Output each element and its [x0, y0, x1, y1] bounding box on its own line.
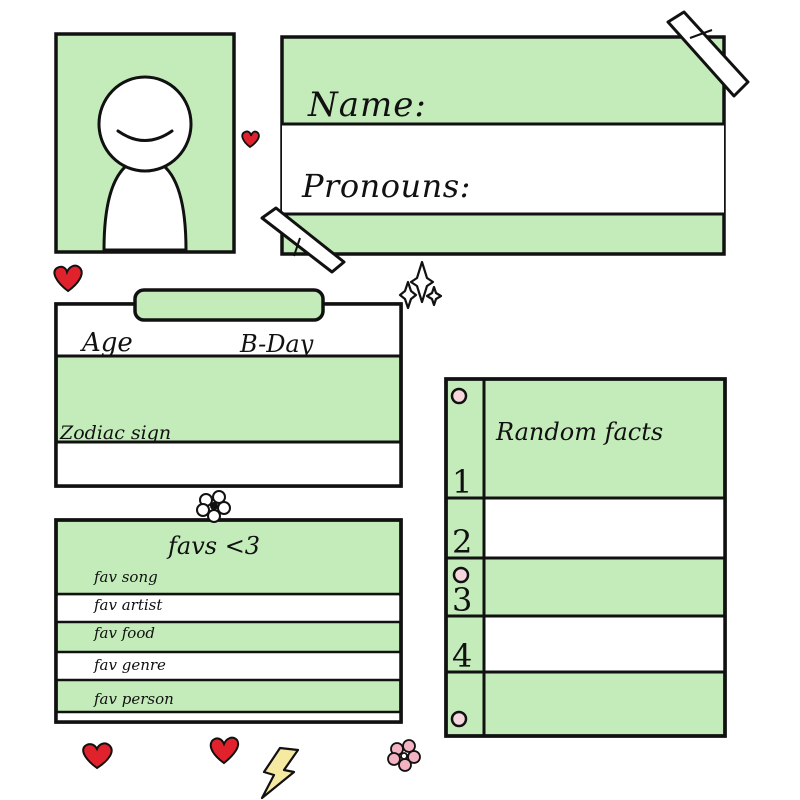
portrait-panel — [54, 32, 236, 254]
fact-number: 4 — [452, 637, 473, 675]
fact-number: 1 — [452, 463, 473, 501]
avatar-figure — [97, 75, 193, 252]
heart-icon — [241, 130, 260, 149]
info-panel — [54, 288, 403, 488]
fav-genre-label: fav genre — [94, 656, 166, 674]
flower-icon — [196, 490, 231, 523]
flower-icon — [387, 739, 421, 772]
binder-hole — [452, 566, 470, 584]
heart-icon — [82, 742, 113, 770]
fav-artist-label: fav artist — [94, 596, 163, 614]
zodiac-label: Zodiac sign — [60, 422, 172, 444]
favs-panel — [54, 518, 403, 724]
tape-strip-top-right — [666, 10, 750, 98]
info-panel-clip — [133, 288, 325, 322]
fact-number: 3 — [452, 581, 473, 619]
facts-panel — [444, 377, 727, 738]
lightning-bolt-icon — [260, 746, 300, 800]
fact-number: 2 — [452, 523, 473, 561]
fav-food-label: fav food — [94, 624, 155, 642]
fav-person-label: fav person — [94, 690, 174, 708]
heart-icon — [209, 736, 240, 765]
bday-label: B-Day — [240, 330, 314, 358]
binder-hole — [450, 387, 468, 405]
binder-hole — [450, 710, 468, 728]
pronouns-label: Pronouns: — [302, 167, 471, 205]
heart-icon — [53, 264, 83, 293]
favs-title: favs <3 — [168, 532, 261, 560]
tape-strip-left — [260, 206, 346, 274]
random-facts-title: Random facts — [496, 418, 664, 446]
sparkle-icon — [398, 260, 443, 310]
name-panel — [280, 35, 726, 256]
name-label: Name: — [308, 85, 427, 125]
fav-song-label: fav song — [94, 568, 158, 586]
age-label: Age — [82, 328, 133, 358]
